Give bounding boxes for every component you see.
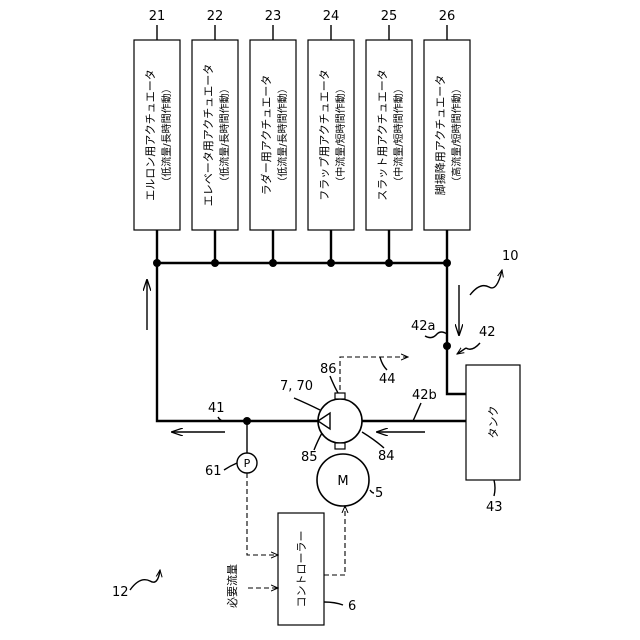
ref-42a: 42a (411, 319, 436, 334)
junction-dots (153, 259, 451, 425)
actuator-drops (157, 230, 447, 263)
pump (318, 393, 362, 449)
actuator-name: スラット用アクチュエータ (376, 69, 389, 200)
tank: タンク (466, 365, 520, 480)
actuator-name: 脚揚降用アクチュエータ (433, 75, 447, 195)
actuator-box-26: 脚揚降用アクチュエータ （高流量/短時間作動） (424, 40, 470, 230)
actuator-spec: （低流量/長時間作動） (276, 83, 289, 186)
ref-85: 85 (301, 450, 318, 465)
flow-arrows (147, 280, 459, 432)
controller-label: コントローラー (295, 531, 308, 608)
case-drain-line-44 (340, 357, 408, 390)
actuator-spec: （高流量/短時間作動） (450, 83, 463, 186)
motor-label: M (337, 474, 348, 489)
actuator-box-23: ラダー用アクチュエータ （低流量/長時間作動） (250, 40, 296, 230)
return-line-42 (447, 263, 466, 394)
actuator-spec: （中流量/短時間作動） (392, 83, 405, 186)
actuator-box-25: スラット用アクチュエータ （中流量/短時間作動） (366, 40, 412, 230)
actuator-name: フラップ用アクチュエータ (318, 69, 331, 200)
ref-42b: 42b (412, 388, 437, 403)
signal-controller-to-motor (324, 506, 345, 575)
ref-23: 23 (265, 9, 282, 24)
ref-21: 21 (149, 9, 166, 24)
tank-label: タンク (487, 406, 500, 439)
actuator-name: エレベータ用アクチュエータ (202, 64, 215, 206)
ref-7-70: 7, 70 (280, 379, 313, 394)
required-flow-label: 必要流量 (225, 564, 239, 608)
actuator-box-21: エルロン用アクチュエータ （低流量/長時間作動） (134, 40, 180, 230)
pressure-sensor-label: P (244, 457, 251, 470)
pressure-sensor: P (237, 421, 257, 473)
actuator-name: ラダー用アクチュエータ (259, 75, 273, 195)
supply-line-41 (157, 263, 447, 421)
ref-6: 6 (348, 599, 356, 614)
ref-43: 43 (486, 500, 503, 515)
actuator-box-24: フラップ用アクチュエータ （中流量/短時間作動） (308, 40, 354, 230)
actuator-spec: （低流量/長時間作動） (218, 83, 231, 186)
ref-41: 41 (208, 401, 225, 416)
ref-26: 26 (439, 9, 456, 24)
controller: コントローラー (278, 513, 324, 625)
motor: M (317, 454, 369, 506)
ref-42: 42 (479, 325, 496, 340)
ref-22: 22 (207, 9, 224, 24)
actuator-ref-numbers: 21 22 23 24 25 26 (149, 9, 456, 40)
actuator-spec: （中流量/短時間作動） (334, 83, 347, 186)
actuator-box-22: エレベータ用アクチュエータ （低流量/長時間作動） (192, 40, 238, 230)
ref-86: 86 (320, 362, 337, 377)
actuator-spec: （低流量/長時間作動） (160, 83, 173, 186)
ref-61: 61 (205, 464, 222, 479)
actuator-name: エルロン用アクチュエータ (144, 69, 157, 200)
ref-5: 5 (375, 486, 383, 501)
ref-25: 25 (381, 9, 398, 24)
signal-sensor-to-controller (247, 473, 278, 555)
ref-12: 12 (112, 585, 129, 600)
ref-44: 44 (379, 372, 396, 387)
ref-84: 84 (378, 449, 395, 464)
ref-24: 24 (323, 9, 340, 24)
ref-10: 10 (502, 249, 519, 264)
